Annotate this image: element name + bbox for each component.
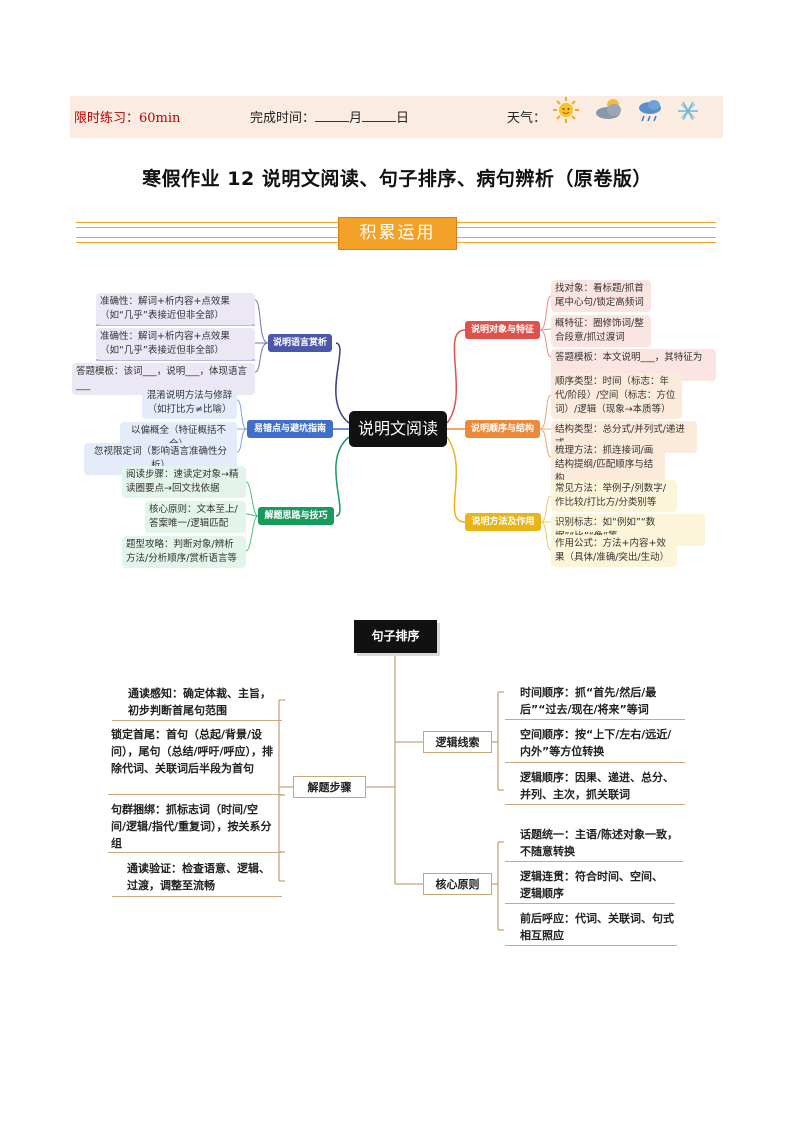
node-solving-steps[interactable]: 解题步骤	[293, 776, 366, 798]
sentence-ordering-root[interactable]: 句子排序	[354, 620, 437, 653]
section-banner: 积累运用	[338, 217, 457, 250]
principle-logic-coherence: 逻辑连贯：符合时间、空间、逻辑顺序	[520, 870, 663, 900]
leaf-core-principles: 核心原则：文本至上/答案唯一/逻辑匹配	[145, 501, 246, 533]
finish-time: 完成时间： 月 日	[250, 107, 409, 126]
node-core-principles[interactable]: 核心原则	[423, 873, 492, 895]
leaf-find-object: 找对象：看标题/抓首尾中心句/锁定高频词	[551, 280, 651, 312]
branch-pitfalls[interactable]: 易错点与避坑指南	[247, 420, 333, 438]
branch-object-features[interactable]: 说明对象与特征	[465, 321, 540, 339]
step-verify: 通读验证：检查语意、逻辑、过渡，调整至流畅	[127, 862, 270, 892]
page-title: 寒假作业 12 说明文阅读、句子排序、病句辨析（原卷版）	[142, 168, 652, 190]
branch-methods-effects[interactable]: 说明方法及作用	[465, 513, 541, 531]
leaf-effect-formula: 作用公式：方法+内容+效果（具体/准确/突出/生动）	[551, 535, 677, 567]
branch-order-structure[interactable]: 说明顺序与结构	[465, 420, 540, 438]
principle-topic-unity: 话题统一：主语/陈述对象一致，不随意转换	[520, 828, 679, 858]
branch-language-analysis[interactable]: 说明语言赏析	[268, 334, 332, 352]
day-label: 日	[396, 111, 410, 126]
time-limit: 限时练习：60min	[74, 111, 181, 126]
step-underline	[112, 896, 282, 897]
weather-label: 天气：	[507, 111, 547, 126]
step-underline	[108, 852, 282, 853]
step-underline	[108, 794, 282, 795]
node-logic-clues[interactable]: 逻辑线索	[423, 731, 492, 753]
leaf-question-strategy: 题型攻略：判断对象/辨析方法/分析顺序/赏析语言等	[122, 536, 246, 568]
step-group-binding: 句群捆绑：抓标志词（时间/空间/逻辑/指代/重复词），按关系分组	[111, 803, 272, 850]
step-read-perceive: 通读感知：确定体裁、主旨，初步判断首尾句范围	[128, 687, 271, 717]
day-blank[interactable]	[362, 109, 397, 122]
step-underline	[112, 720, 282, 721]
month-blank[interactable]	[315, 109, 350, 122]
clue-logic-order: 逻辑顺序：因果、递进、总分、并列、主次，抓关联词	[520, 771, 674, 801]
step-lock-ends: 锁定首尾：首句（总起/背景/设问），尾句（总结/呼吁/呼应），排除代词、关联词后…	[111, 728, 274, 775]
mindmap-center[interactable]: 说明文阅读	[349, 411, 447, 447]
finish-time-label: 完成时间：	[250, 111, 316, 126]
principle-echo: 前后呼应：代词、关联词、句式相互照应	[520, 912, 674, 942]
leaf-language-accuracy-1: 准确性：解词+析内容+点效果（如“几乎”表接近但非全部）	[96, 293, 255, 325]
leaf-common-methods: 常见方法：举例子/列数字/作比较/打比方/分类别等	[551, 480, 677, 512]
principle-underline	[505, 945, 677, 946]
leaf-reading-steps: 阅读步骤：速读定对象→精读圈要点→回文找依据	[122, 466, 246, 498]
clue-underline	[505, 762, 685, 763]
clue-space-order: 空间顺序：按“上下/左右/远近/内外”等方位转换	[520, 728, 672, 758]
month-label: 月	[349, 111, 363, 126]
leaf-language-accuracy-2: 准确性：解词+析内容+点效果（如“几乎”表接近但非全部）	[96, 328, 255, 360]
principle-underline	[505, 903, 675, 904]
clue-underline	[505, 719, 685, 720]
clue-time-order: 时间顺序：抓“首先/然后/最后”“过去/现在/将来”等词	[520, 686, 657, 716]
branch-solving-tips[interactable]: 解题思路与技巧	[258, 507, 334, 525]
clue-underline	[505, 804, 685, 805]
leaf-order-types: 顺序类型：时间（标志：年代/阶段）/空间（标志：方位词）/逻辑（现象→本质等）	[551, 373, 682, 419]
leaf-pitfall-rhetoric: 混淆说明方法与修辞（如打比方≠比喻）	[142, 387, 237, 419]
principle-underline	[505, 861, 683, 862]
leaf-summarize-features: 概特征：圈修饰词/整合段意/抓过渡词	[551, 315, 651, 347]
